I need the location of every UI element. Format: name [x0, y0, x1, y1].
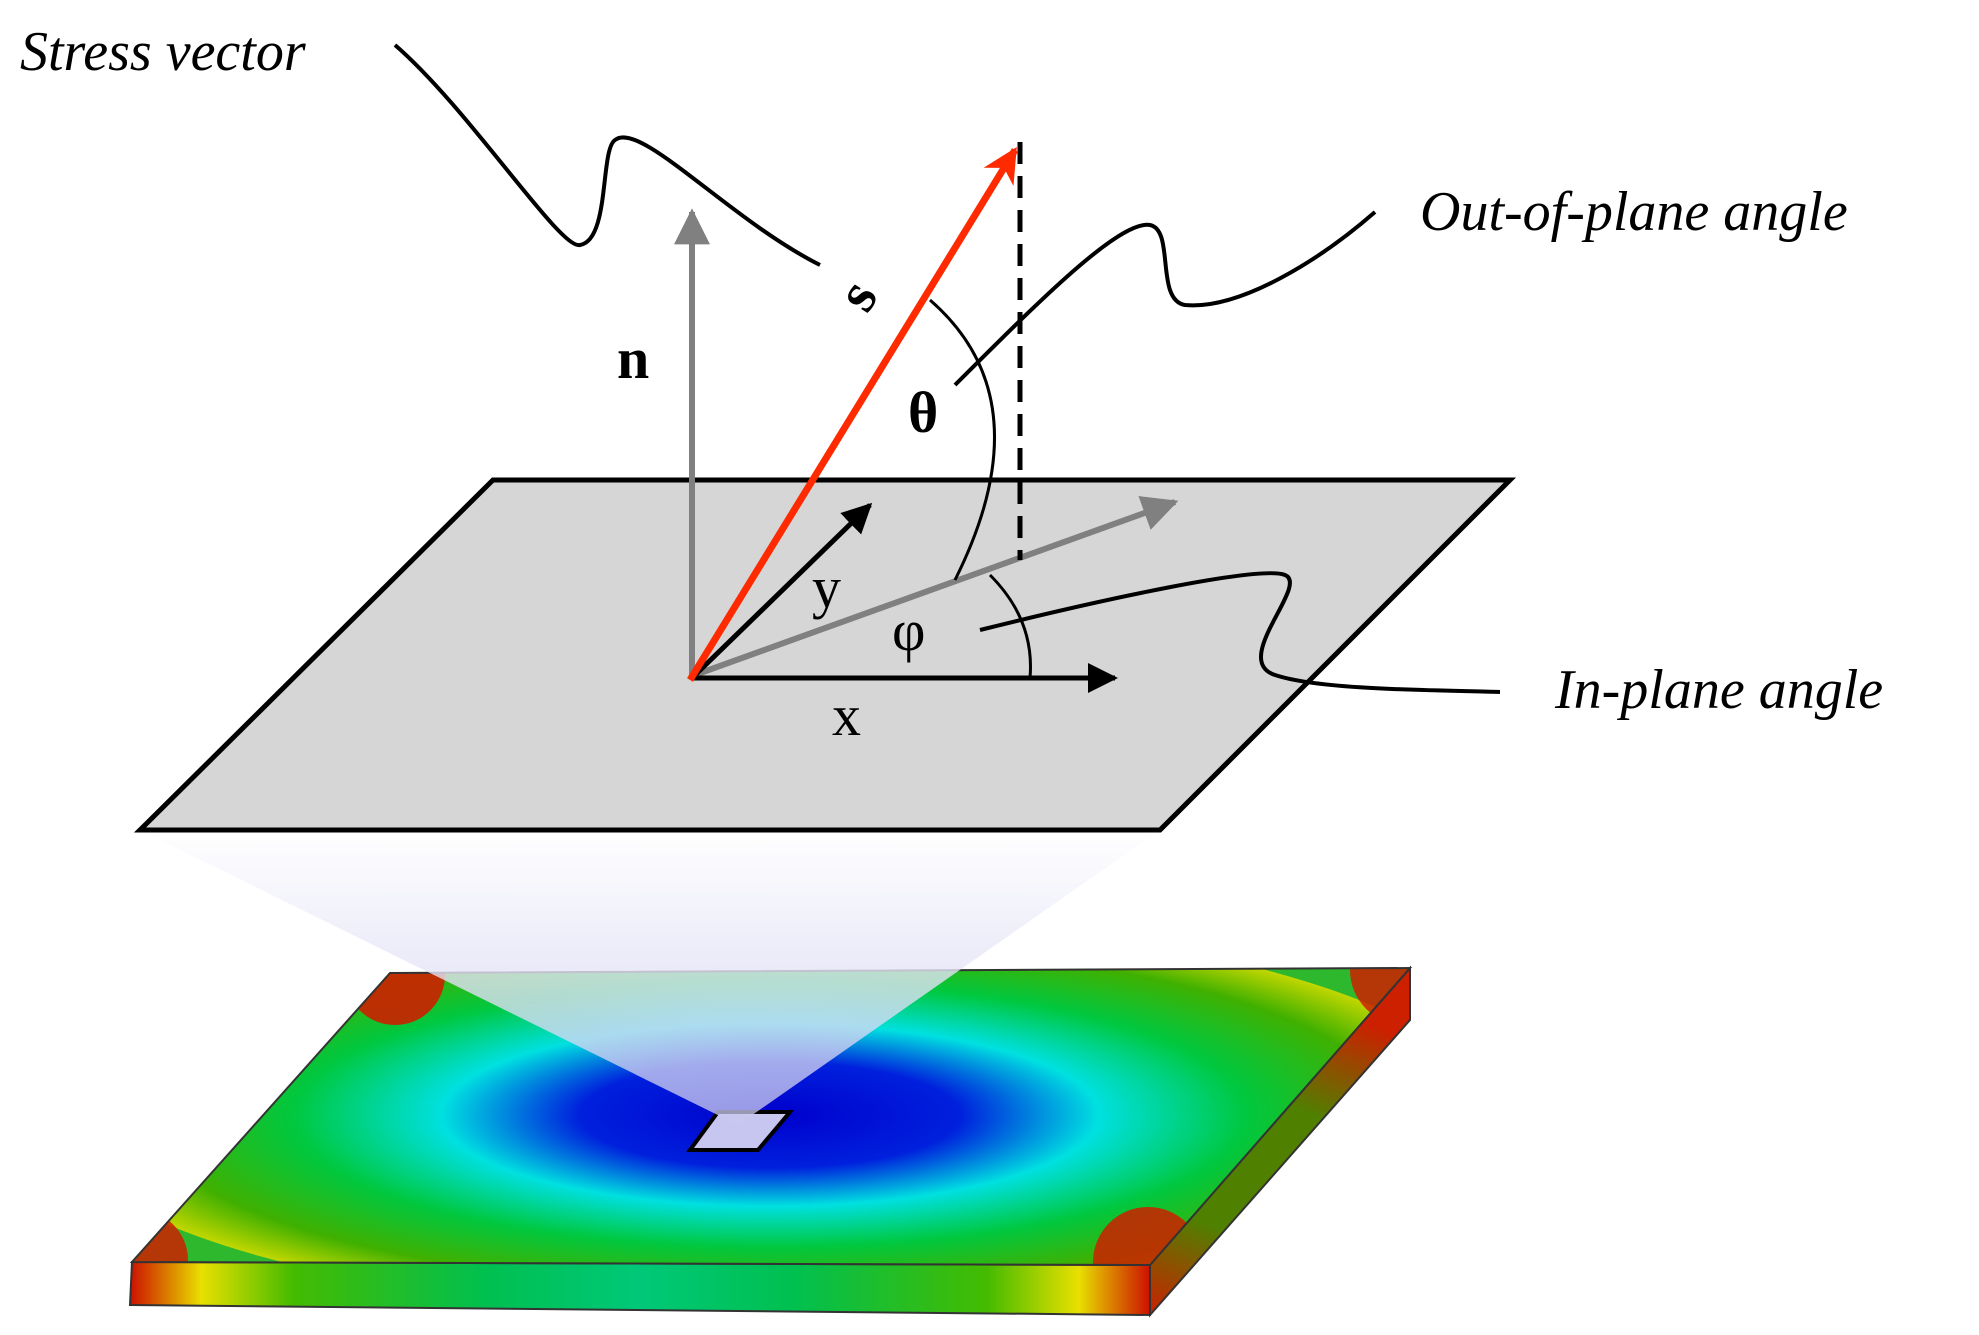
in-plane-angle-label: In-plane angle	[1554, 659, 1883, 721]
projection-cone	[140, 830, 1160, 1125]
phi-symbol: φ	[892, 598, 925, 663]
stress-vector-callout-line	[393, 43, 821, 267]
normal-symbol: n	[617, 326, 649, 391]
local-plane	[133, 477, 1517, 833]
stress-vector-label: Stress vector	[20, 21, 306, 83]
out-of-plane-angle-label: Out-of-plane angle	[1420, 181, 1848, 243]
in-plane-callout-line	[979, 571, 1501, 694]
stress-symbol: s	[823, 268, 890, 322]
y-axis-arrow	[690, 502, 873, 680]
stress-colormap-plate	[128, 965, 1413, 1318]
plate-front-face	[128, 1260, 1151, 1317]
stress-vector-arrow	[687, 147, 1018, 682]
x-axis-label: x	[832, 683, 861, 748]
phi-arc	[988, 573, 1032, 679]
projection-vector-arrow	[690, 496, 1179, 679]
theta-symbol: θ	[908, 380, 938, 445]
theta-arc	[929, 298, 996, 581]
sampled-element-square	[686, 1110, 795, 1152]
y-axis-label: y	[812, 555, 841, 620]
out-of-plane-callout-line	[953, 210, 1377, 387]
